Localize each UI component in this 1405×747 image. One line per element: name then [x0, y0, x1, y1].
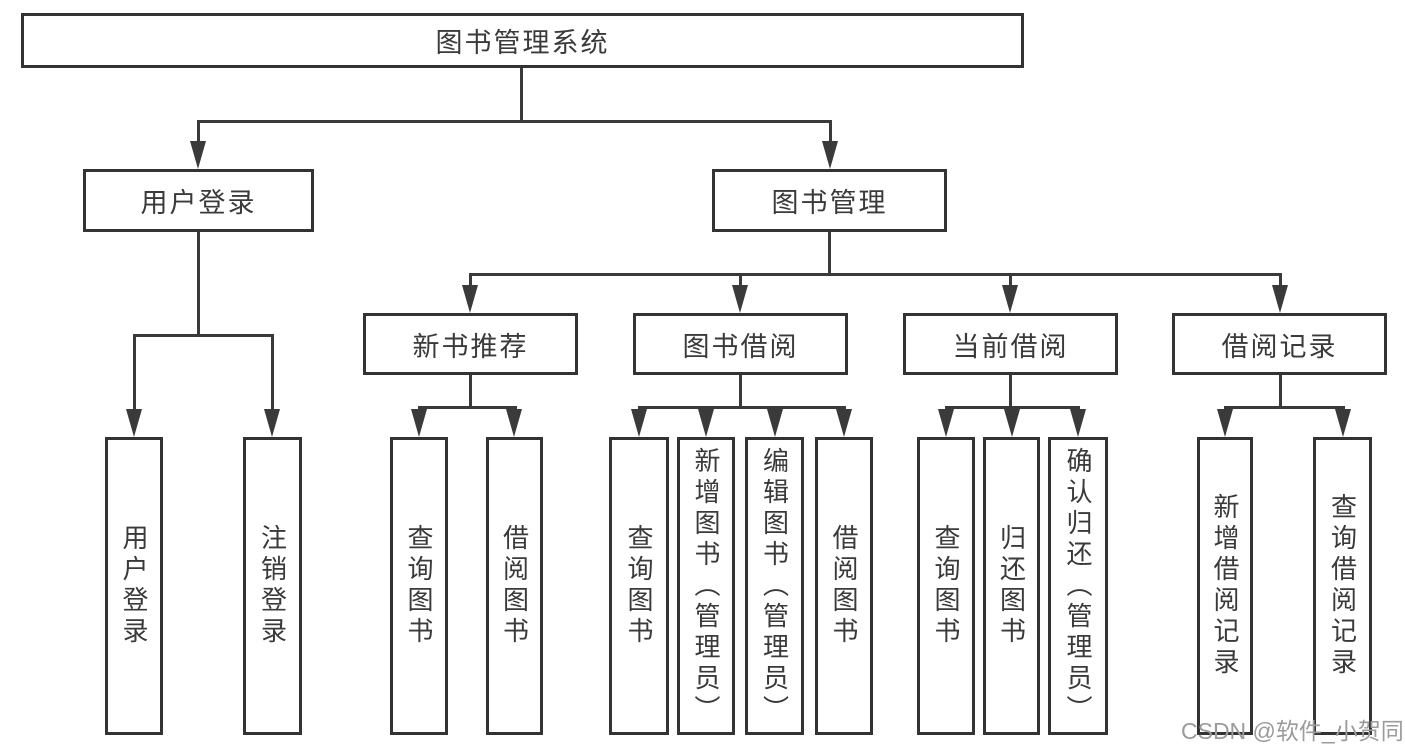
node-label: 图书管理系统: [435, 28, 610, 58]
connector-line: [638, 406, 846, 409]
connector-line: [469, 273, 1282, 276]
node-label: 新增借阅记录: [1210, 493, 1240, 679]
leaf-edit-books-admin: 编辑图书（管理员）: [745, 437, 804, 735]
arrow-down-icon: [1335, 409, 1351, 437]
leaf-borrow-books-2: 借阅图书: [815, 437, 873, 735]
arrow-down-icon: [1002, 285, 1018, 313]
node-borrow-records: 借阅记录: [1172, 313, 1387, 375]
node-label: 查询图书: [931, 524, 961, 648]
connector-line: [1279, 273, 1282, 291]
arrow-down-icon: [190, 141, 206, 169]
node-label: 用户登录: [140, 188, 257, 218]
node-label: 图书管理: [771, 188, 888, 218]
node-root: 图书管理系统: [21, 13, 1024, 68]
node-label: 查询图书: [624, 524, 654, 648]
connector-line: [197, 232, 200, 337]
connector-line: [418, 406, 517, 409]
connector-line: [271, 334, 274, 416]
leaf-query-books-1: 查询图书: [390, 437, 448, 735]
connector-line: [1009, 375, 1012, 409]
leaf-add-borrow-record: 新增借阅记录: [1197, 437, 1253, 735]
node-label: 借阅图书: [499, 524, 530, 648]
node-user-login: 用户登录: [83, 169, 314, 232]
connector-line: [1279, 375, 1282, 409]
leaf-add-books-admin: 新增图书（管理员）: [677, 437, 735, 735]
node-label: 新书推荐: [412, 331, 529, 362]
connector-line: [197, 120, 832, 123]
arrow-down-icon: [631, 409, 647, 437]
node-label: 查询借阅记录: [1327, 493, 1358, 679]
node-label: 图书借阅: [682, 331, 799, 362]
node-book-management: 图书管理: [712, 169, 947, 232]
node-current-borrow: 当前借阅: [903, 313, 1118, 375]
connector-line: [469, 273, 472, 291]
arrow-down-icon: [836, 409, 852, 437]
arrow-down-icon: [264, 409, 280, 437]
arrow-down-icon: [506, 409, 522, 437]
node-label: 新增图书（管理员）: [691, 446, 721, 726]
connector-line: [1009, 273, 1012, 291]
node-label: 当前借阅: [952, 331, 1069, 362]
connector-line: [1224, 406, 1345, 409]
connector-line: [945, 406, 1080, 409]
connector-line: [133, 334, 136, 416]
connector-line: [829, 120, 832, 148]
node-label: 编辑图书（管理员）: [759, 446, 790, 726]
leaf-borrow-books-1: 借阅图书: [486, 437, 543, 735]
leaf-logout: 注销登录: [243, 437, 302, 735]
arrow-down-icon: [462, 285, 478, 313]
arrow-down-icon: [1217, 409, 1233, 437]
node-new-book-recommend: 新书推荐: [363, 313, 578, 375]
leaf-query-books-2: 查询图书: [609, 437, 669, 735]
connector-line: [739, 273, 742, 291]
node-label: 查询图书: [404, 524, 434, 648]
arrow-down-icon: [126, 409, 142, 437]
node-label: 确认归还（管理员）: [1063, 446, 1093, 726]
arrow-down-icon: [411, 409, 427, 437]
node-label: 归还图书: [996, 524, 1027, 648]
connector-line: [739, 375, 742, 409]
node-label: 借阅记录: [1221, 331, 1338, 362]
arrow-down-icon: [822, 141, 838, 169]
arrow-down-icon: [1004, 409, 1020, 437]
leaf-confirm-return-admin: 确认归还（管理员）: [1048, 437, 1108, 735]
leaf-query-borrow-record: 查询借阅记录: [1313, 437, 1372, 735]
leaf-return-books: 归还图书: [983, 437, 1040, 735]
arrow-down-icon: [1070, 409, 1086, 437]
arrow-down-icon: [938, 409, 954, 437]
arrow-down-icon: [767, 409, 783, 437]
connector-line: [828, 232, 831, 276]
leaf-user-login: 用户登录: [105, 437, 163, 735]
watermark: CSDN @软件_小贺同学: [1181, 718, 1405, 744]
connector-line: [469, 375, 472, 409]
arrow-down-icon: [732, 285, 748, 313]
connector-line: [197, 120, 200, 148]
node-label: 用户登录: [119, 524, 149, 648]
arrow-down-icon: [1272, 285, 1288, 313]
connector-line: [520, 68, 523, 122]
node-label: 注销登录: [257, 524, 288, 648]
arrow-down-icon: [698, 409, 714, 437]
connector-line: [133, 334, 274, 337]
node-label: 借阅图书: [829, 524, 859, 648]
node-book-borrow: 图书借阅: [633, 313, 848, 375]
leaf-query-books-3: 查询图书: [917, 437, 975, 735]
